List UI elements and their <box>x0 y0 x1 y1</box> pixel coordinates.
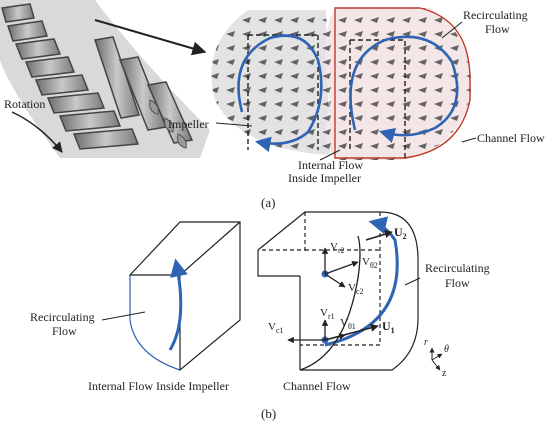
internal-flow-caption: Internal Flow Inside Impeller <box>88 379 229 393</box>
axis-z-label: z <box>442 368 447 379</box>
panel-b: Recirculating Flow Internal Flow Inside … <box>30 211 490 421</box>
internal-flow-label-2: Inside Impeller <box>288 171 361 185</box>
impeller-boundary-right <box>349 39 406 158</box>
recirculating-right-label-1: Recirculating <box>425 261 490 275</box>
axis-theta-label: θ <box>444 344 449 355</box>
panel-b-caption: (b) <box>261 406 276 421</box>
recirculation-loop-right <box>349 35 459 143</box>
recirculating-right-pointer <box>404 277 421 286</box>
impeller-pointer <box>215 122 253 127</box>
vtheta2-label: Vθ2 <box>362 256 378 270</box>
axis-r-label: r <box>424 337 428 348</box>
vr1-label: Vr1 <box>320 307 335 321</box>
vr2-label: Vr2 <box>330 241 345 255</box>
u2-label: U2 <box>394 225 407 241</box>
u1-label: U1 <box>382 319 395 335</box>
rotation-label: Rotation <box>4 97 45 111</box>
panel-a: Rotation Impeller Recirculating Flow Int… <box>0 0 545 210</box>
recirculating-left-label-1: Recirculating <box>30 310 95 324</box>
recirculating-label-2: Flow <box>485 22 510 36</box>
channel-boundary <box>334 7 471 159</box>
recirculation-loop-left <box>237 34 323 152</box>
vtheta2-vector <box>324 260 359 275</box>
channel-flow-curve <box>299 235 361 371</box>
vc1-label: Vc1 <box>268 321 284 335</box>
vc2-label: Vc2 <box>348 282 364 296</box>
recirculating-pointer <box>441 21 463 39</box>
vector-field <box>211 7 472 160</box>
internal-flow-pointer <box>319 149 341 161</box>
channel-flow-pointer <box>461 137 477 143</box>
zoom-arrow <box>94 19 207 56</box>
impeller-label: Impeller <box>168 117 209 131</box>
recirculating-label-1: Recirculating <box>463 8 528 22</box>
panel-a-caption: (a) <box>261 195 275 210</box>
rotation-arrow <box>11 111 63 153</box>
impeller-render <box>0 0 210 158</box>
vc2-vector <box>324 273 346 288</box>
recirculating-right-label-2: Flow <box>445 276 470 290</box>
internal-flow-box <box>128 221 241 372</box>
u2-vector <box>365 230 393 241</box>
internal-flow-label-1: Internal Flow <box>298 158 363 172</box>
coordinate-axes <box>429 347 443 371</box>
u1-vector <box>324 323 379 341</box>
internal-flow-blue-outline <box>129 275 181 371</box>
channel-flow-caption: Channel Flow <box>283 379 351 393</box>
vtheta1-label: Vθ1 <box>340 317 356 331</box>
recirculating-left-pointer <box>101 311 146 321</box>
channel-shape <box>257 211 419 371</box>
internal-flow-arrow <box>168 258 188 351</box>
recirculating-left-label-2: Flow <box>52 324 77 338</box>
channel-flow-label: Channel Flow <box>477 131 545 145</box>
